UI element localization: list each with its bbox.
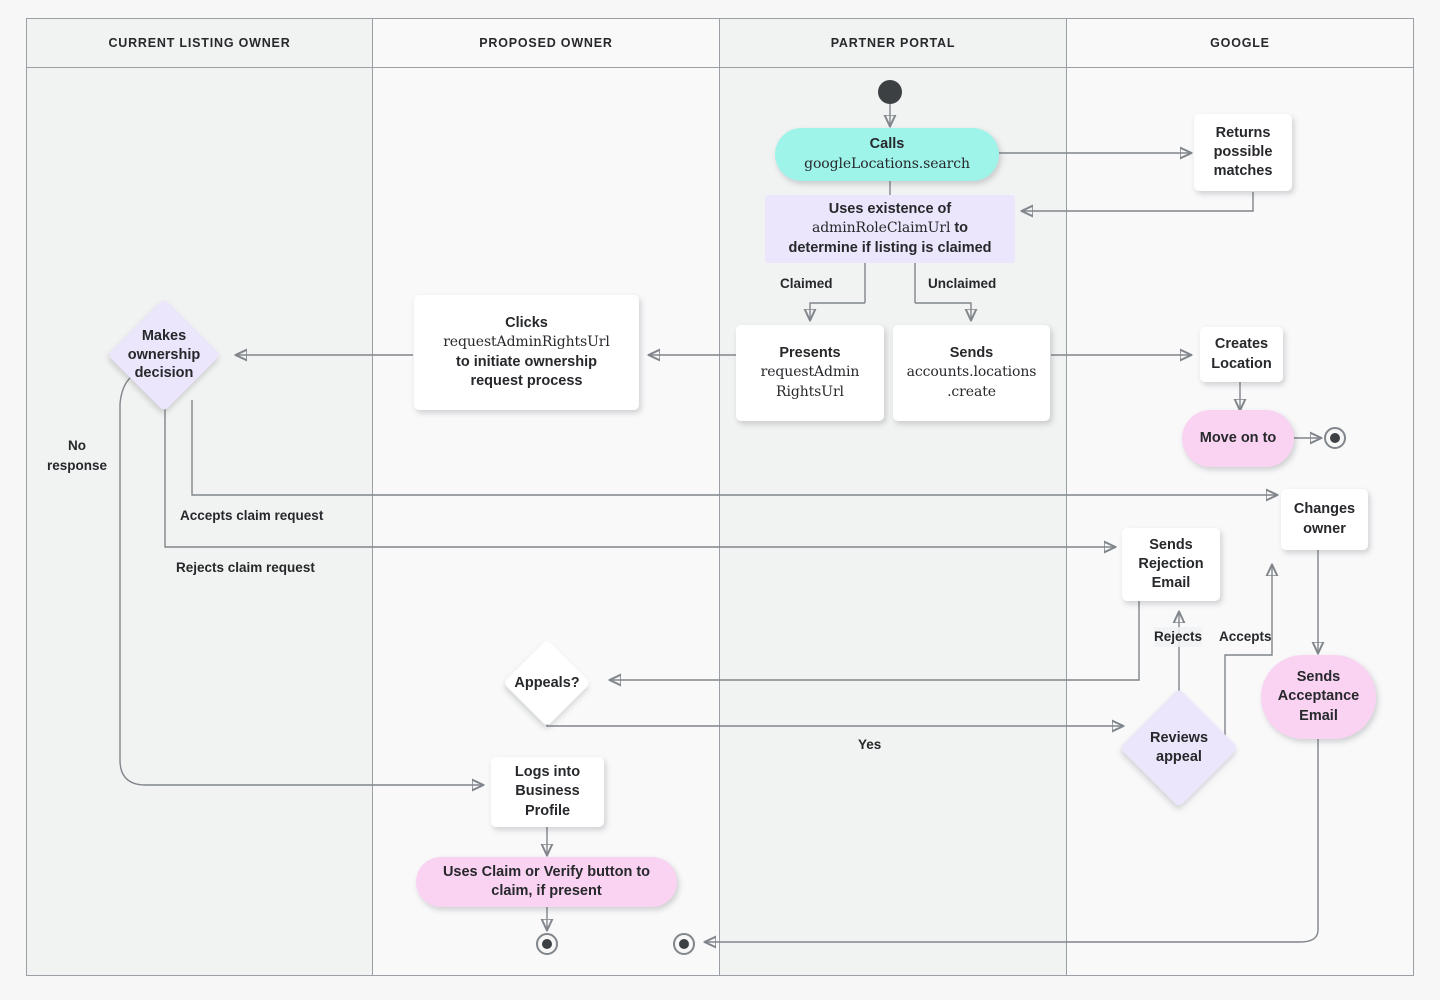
lane-label-partner-portal: PARTNER PORTAL [830, 36, 956, 50]
node-reviews-appeal-label: Reviews appeal [1149, 730, 1209, 765]
lane-header-current-listing-owner: CURRENT LISTING OWNER [26, 18, 373, 68]
node-sends-acceptance-email[interactable]: Sends Acceptance Email [1261, 655, 1376, 739]
node-creates-location[interactable]: Creates Location [1200, 327, 1283, 382]
lane-header-google: GOOGLE [1067, 18, 1414, 68]
lane-label-google: GOOGLE [1210, 36, 1270, 50]
node-uses-existence-line3: determine if listing is claimed [788, 239, 992, 256]
node-clicks-request-admin-rights-url[interactable]: Clicks requestAdminRightsUrl to initiate… [414, 295, 639, 410]
node-calls-title: Calls [869, 136, 905, 153]
node-move-on-to-label: Move on to [1199, 429, 1277, 446]
node-sends-accounts-locations-create[interactable]: Sends accounts.locations .create [893, 325, 1050, 421]
node-clicks-url: requestAdminRightsUrl [443, 334, 610, 351]
end-node-partner-portal [673, 933, 695, 955]
node-sends-create-api-part2: .create [947, 383, 996, 400]
lane-bottom-divider [26, 975, 1414, 976]
end-node-move-on-to [1324, 427, 1346, 449]
node-sends-rejection-email[interactable]: Sends Rejection Email [1122, 528, 1220, 601]
node-returns-possible-matches[interactable]: Returns possible matches [1194, 114, 1292, 191]
node-presents-url-part1: requestAdmin [760, 364, 860, 381]
node-uses-existence-admin-role-claim-url[interactable]: Uses existence of adminRoleClaimUrl to d… [765, 195, 1015, 263]
edge-label-rejects: Rejects [1154, 627, 1203, 647]
edge-label-rejects-claim-request: Rejects claim request [176, 560, 315, 575]
node-uses-claim-line2: claim, if present [491, 883, 602, 899]
node-logs-into-business-profile[interactable]: Logs into Business Profile [491, 757, 604, 827]
node-clicks-line4: request process [470, 372, 583, 389]
end-node-claim-flow [536, 933, 558, 955]
lane-header-partner-portal: PARTNER PORTAL [720, 18, 1067, 68]
node-uses-existence-field: adminRoleClaimUrl [811, 220, 951, 237]
node-appeals-label: Appeals? [514, 674, 580, 691]
node-calls-api: googleLocations.search [804, 155, 970, 172]
node-calls-google-locations-search[interactable]: Calls googleLocations.search [775, 128, 999, 181]
edge-label-unclaimed: Unclaimed [928, 274, 997, 294]
node-logs-into-label: Logs into Business Profile [514, 764, 581, 819]
node-uses-claim-or-verify-button[interactable]: Uses Claim or Verify button to claim, if… [416, 857, 677, 907]
node-uses-claim-line1: Uses Claim or Verify button to [442, 863, 651, 880]
node-presents-request-admin-rights-url[interactable]: Presents requestAdmin RightsUrl [736, 325, 884, 421]
node-sends-create-api-part1: accounts.locations [906, 364, 1037, 381]
edge-label-claimed: Claimed [780, 274, 833, 294]
node-creates-location-label: Creates Location [1211, 336, 1272, 372]
node-move-on-to[interactable]: Move on to [1182, 410, 1294, 467]
node-returns-label: Returns possible matches [1213, 124, 1273, 180]
node-clicks-title: Clicks [505, 314, 548, 331]
node-clicks-line3: to initiate ownership [456, 353, 597, 370]
node-sends-create-title: Sends [949, 345, 994, 362]
node-makes-ownership-decision[interactable]: Makes ownership decision [107, 298, 221, 412]
edge-label-accepts: Accepts [1219, 629, 1272, 644]
node-uses-existence-line2-tail: to [950, 220, 969, 237]
node-reviews-appeal[interactable]: Reviews appeal [1119, 688, 1239, 808]
edge-label-accepts-claim-request: Accepts claim request [180, 508, 324, 523]
node-makes-decision-label: Makes ownership decision [127, 327, 201, 382]
node-sends-acceptance-label: Sends Acceptance Email [1277, 669, 1360, 724]
lane-header-proposed-owner: PROPOSED OWNER [373, 18, 720, 68]
node-changes-owner-label: Changes owner [1293, 501, 1356, 537]
node-changes-owner[interactable]: Changes owner [1281, 489, 1368, 550]
lane-body-proposed-owner [373, 18, 720, 976]
start-node-partner-portal [878, 80, 902, 104]
node-presents-url-part2: RightsUrl [776, 383, 844, 400]
lane-label-proposed-owner: PROPOSED OWNER [479, 36, 613, 50]
edge-label-yes: Yes [858, 735, 882, 755]
node-appeals-question[interactable]: Appeals? [503, 639, 591, 727]
node-sends-rejection-label: Sends Rejection Email [1138, 536, 1204, 592]
lane-label-current-listing-owner: CURRENT LISTING OWNER [108, 36, 291, 50]
node-uses-existence-line1: Uses existence of [828, 201, 952, 218]
node-presents-title: Presents [779, 345, 841, 362]
edge-label-no-response: No response [46, 438, 108, 473]
lane-body-current-listing-owner [26, 18, 373, 976]
